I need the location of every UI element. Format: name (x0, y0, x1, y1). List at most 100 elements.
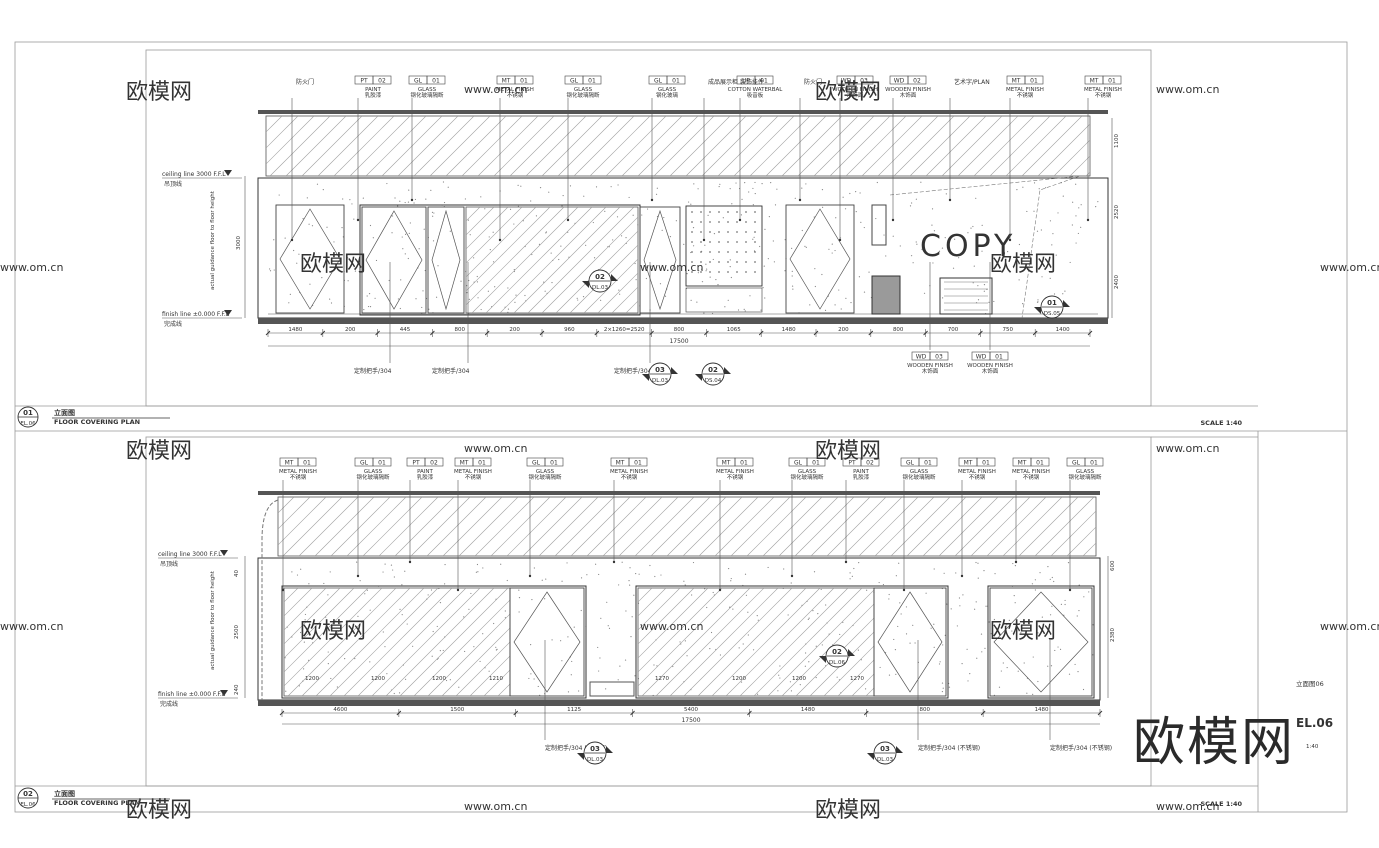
speck (1080, 204, 1082, 206)
floor-slab (258, 700, 1100, 706)
hatch-line (618, 497, 679, 556)
speck (460, 280, 462, 282)
speck (983, 284, 986, 286)
section-arrow (671, 367, 678, 374)
speck (860, 221, 862, 223)
leader-dot (960, 574, 964, 578)
section-arrow (867, 753, 874, 760)
speck (705, 270, 707, 272)
speck (480, 308, 482, 311)
speck (357, 615, 359, 617)
speck (659, 283, 662, 285)
speck (925, 592, 927, 594)
speck (805, 246, 807, 248)
speck (684, 584, 686, 586)
hatch-line (362, 497, 423, 556)
perforation (745, 221, 747, 223)
speck (414, 198, 417, 201)
tag-cn: 不锈钢 (465, 473, 482, 481)
speck (719, 654, 722, 656)
hatch-line (541, 216, 638, 313)
speck (447, 186, 449, 188)
speck (384, 563, 386, 565)
tag-num: 02 (913, 78, 921, 85)
speck (386, 182, 388, 185)
speck (482, 567, 484, 569)
speck (475, 571, 478, 573)
hatch-line (813, 116, 875, 176)
speck (844, 208, 847, 210)
speck (1040, 229, 1042, 231)
door-diamond (365, 210, 423, 310)
speck (912, 624, 914, 626)
hatch-line (413, 116, 475, 176)
hatch-line (317, 116, 379, 176)
speck (879, 666, 881, 669)
speck (458, 686, 460, 688)
speck (353, 218, 355, 220)
speck (413, 202, 415, 204)
hatch-border (277, 496, 1097, 557)
speck (598, 670, 600, 672)
speck (1037, 299, 1039, 301)
hatch-line (655, 588, 765, 696)
speck (1026, 692, 1028, 694)
speck (835, 217, 837, 219)
speck (329, 571, 331, 573)
hatch-line (1069, 155, 1090, 176)
hatch-line (730, 497, 791, 556)
perforation (691, 251, 693, 253)
total-dim-value: 17500 (669, 338, 688, 345)
tag-cn: 钢化玻璃隔断 (410, 91, 444, 99)
panel-dim-value: 1210 (489, 676, 503, 682)
speck (1039, 572, 1041, 574)
tag-num: 01 (740, 460, 748, 467)
tag-code: GL (654, 78, 663, 85)
speck (784, 270, 786, 272)
speck (969, 673, 971, 675)
speck (506, 579, 508, 582)
hatch-line (282, 497, 343, 556)
speck (1033, 182, 1036, 184)
speck (515, 294, 517, 296)
speck (752, 187, 754, 190)
right-dim-value: 600 (1110, 560, 1116, 571)
speck (942, 644, 944, 646)
dimension-value: 1480 (782, 327, 796, 333)
speck (909, 205, 912, 207)
speck (595, 186, 598, 188)
speck (686, 655, 688, 657)
tag-en: METAL FINISH (716, 469, 754, 475)
speck (868, 271, 870, 273)
hatch-line (365, 116, 427, 176)
speck (749, 295, 751, 297)
speck (535, 215, 538, 217)
speck (327, 651, 329, 653)
speck (647, 625, 649, 627)
dimension-value: 1480 (1035, 707, 1049, 713)
speck (484, 208, 486, 210)
level-cn: 完成线 (164, 320, 182, 328)
hatch-line (634, 497, 695, 556)
tag-cn: 木饰面 (900, 91, 917, 99)
speck (661, 229, 663, 232)
hatch-lines (466, 207, 638, 313)
speck (945, 193, 947, 195)
speck (731, 203, 733, 205)
tag-num: 01 (378, 460, 386, 467)
dimension-slash (396, 710, 402, 716)
speck (518, 611, 520, 613)
speck (977, 577, 979, 579)
tag-num-box (426, 75, 446, 85)
hatch-line (1021, 116, 1083, 176)
speck (975, 601, 977, 603)
section-arrow (642, 374, 649, 381)
speck (402, 248, 404, 250)
speck (801, 229, 803, 232)
speck (1032, 656, 1034, 658)
speck (779, 665, 781, 667)
hatch-line (746, 497, 807, 556)
speck (824, 309, 827, 311)
